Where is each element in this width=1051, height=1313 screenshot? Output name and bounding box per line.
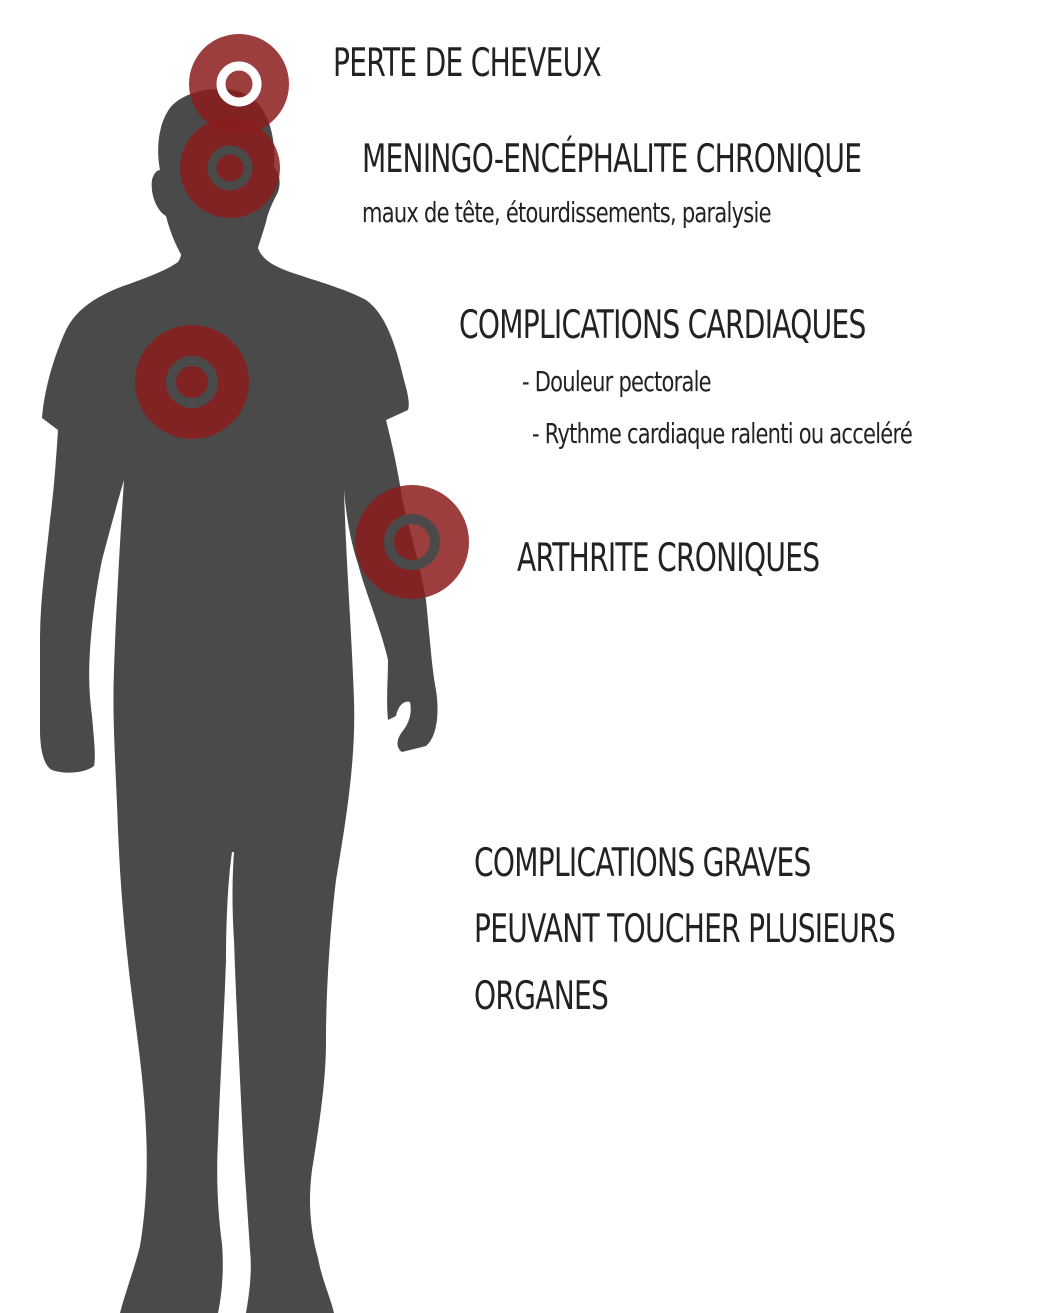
arthritis-label: ARTHRITE CRONIQUES (517, 539, 819, 578)
cardiac-symptom-item: - Douleur pectorale (522, 368, 711, 396)
human-silhouette (40, 89, 438, 1313)
organ-complications-line: COMPLICATIONS GRAVES (474, 844, 811, 883)
organ-complications-line: ORGANES (474, 977, 608, 1016)
target-heart (135, 325, 249, 439)
target-joint (355, 485, 469, 599)
hair-loss-label: PERTE DE CHEVEUX (333, 44, 601, 83)
organ-complications-line: PEUVANT TOUCHER PLUSIEURS (474, 910, 895, 949)
cardiac-symptom-item: - Rythme cardiaque ralenti ou acceléré (532, 420, 912, 448)
meningoencephalitis-symptoms: maux de tête, étourdissements, paralysie (362, 199, 771, 227)
cardiac-complications-label: COMPLICATIONS CARDIAQUES (459, 306, 866, 345)
meningoencephalitis-label: MENINGO-ENCÉPHALITE CHRONIQUE (362, 140, 861, 179)
target-brain (180, 118, 280, 218)
